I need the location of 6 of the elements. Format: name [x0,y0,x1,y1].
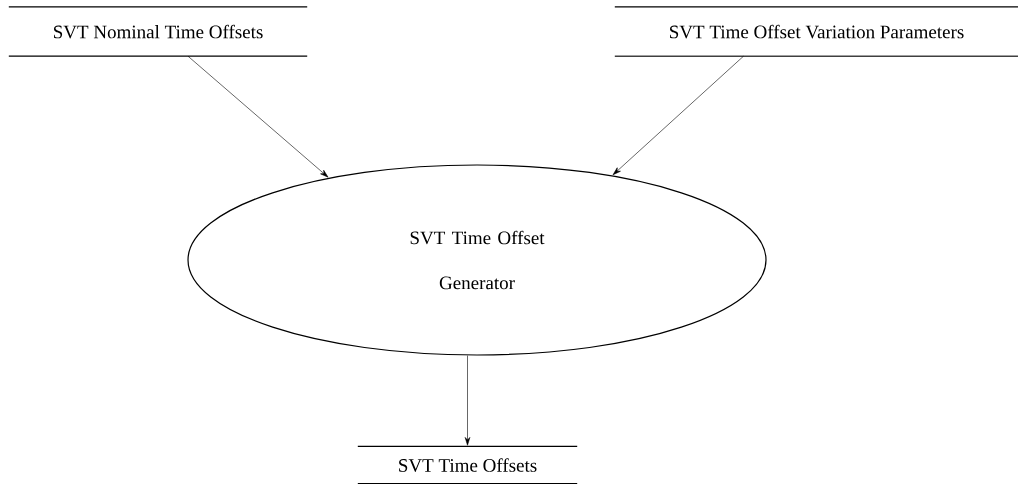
arrow [187,55,329,178]
data-store: SVT Nominal Time Offsets [8,6,308,57]
arrow [464,355,471,446]
data-store: SVT Time Offsets [357,445,578,484]
data-store: SVT Time Offset Variation Parameters [614,6,1018,57]
arrow [612,55,744,176]
